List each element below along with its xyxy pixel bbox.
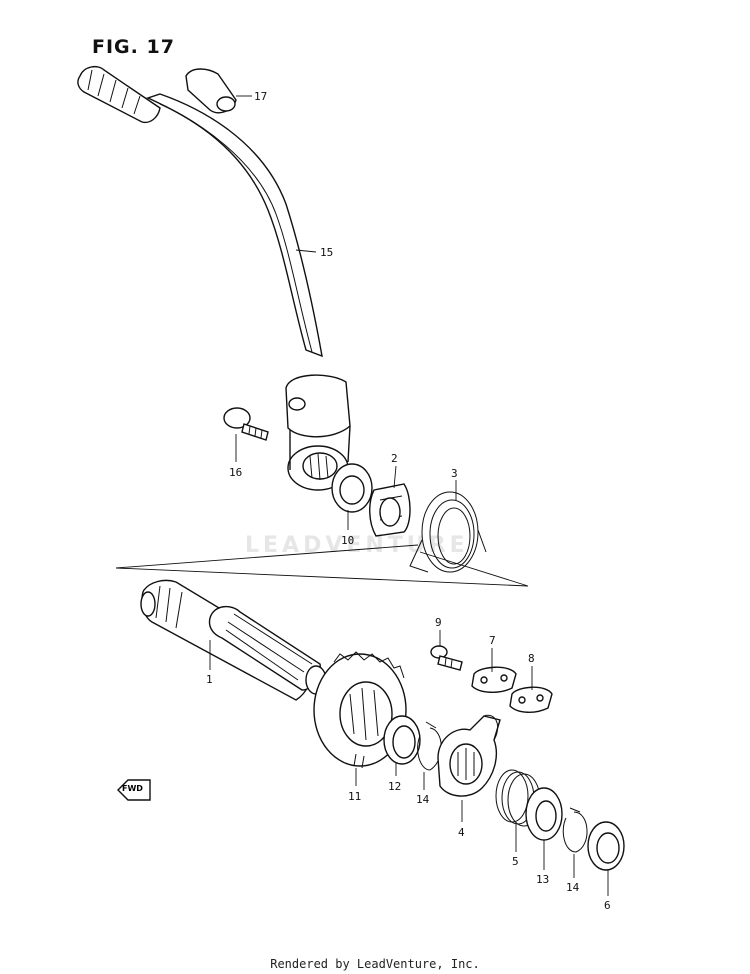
callout-16: 16 bbox=[229, 466, 242, 479]
callout-4: 4 bbox=[458, 826, 465, 839]
kick-starter-lever bbox=[77, 65, 351, 491]
washer-outer bbox=[525, 787, 563, 841]
guide-plate bbox=[471, 666, 517, 693]
callout-14a: 14 bbox=[416, 793, 430, 806]
callout-10: 10 bbox=[341, 534, 354, 547]
oil-seal bbox=[331, 463, 373, 513]
callout-12: 12 bbox=[388, 780, 401, 793]
callout-11: 11 bbox=[348, 790, 361, 803]
callout-15: 15 bbox=[320, 246, 333, 259]
callout-8: 8 bbox=[528, 652, 535, 665]
callout-1: 1 bbox=[206, 673, 213, 686]
callout-14b: 14 bbox=[566, 881, 580, 894]
watermark: LEADVENTURE bbox=[245, 533, 469, 558]
callout-9: 9 bbox=[435, 616, 442, 629]
kick-gear bbox=[313, 651, 407, 769]
leader-lines bbox=[209, 95, 609, 896]
ratchet bbox=[437, 714, 501, 797]
callout-5: 5 bbox=[512, 855, 519, 868]
footer-credit: Rendered by LeadVenture, Inc. bbox=[270, 957, 480, 971]
fwd-label: FWD bbox=[122, 784, 143, 793]
stopper-plate bbox=[509, 686, 553, 713]
callout-2: 2 bbox=[391, 452, 398, 465]
axis-reference-line bbox=[115, 544, 529, 587]
callout-13: 13 bbox=[536, 873, 549, 886]
grip-cover bbox=[185, 68, 237, 114]
return-spring bbox=[409, 491, 487, 573]
callout-17: 17 bbox=[254, 90, 267, 103]
figure-title: FIG. 17 bbox=[92, 36, 175, 58]
screw bbox=[430, 645, 463, 671]
callout-3: 3 bbox=[451, 467, 458, 480]
kick-starter-shaft bbox=[140, 579, 327, 701]
circlip bbox=[417, 721, 442, 771]
spring-guide bbox=[369, 483, 411, 537]
washer bbox=[383, 715, 421, 765]
circlip-outer bbox=[562, 807, 588, 853]
fwd-arrow-icon bbox=[117, 779, 151, 801]
lever-bolt bbox=[223, 407, 269, 441]
callout-7: 7 bbox=[489, 634, 496, 647]
thrust-washer bbox=[587, 821, 625, 871]
callout-6: 6 bbox=[604, 899, 611, 912]
